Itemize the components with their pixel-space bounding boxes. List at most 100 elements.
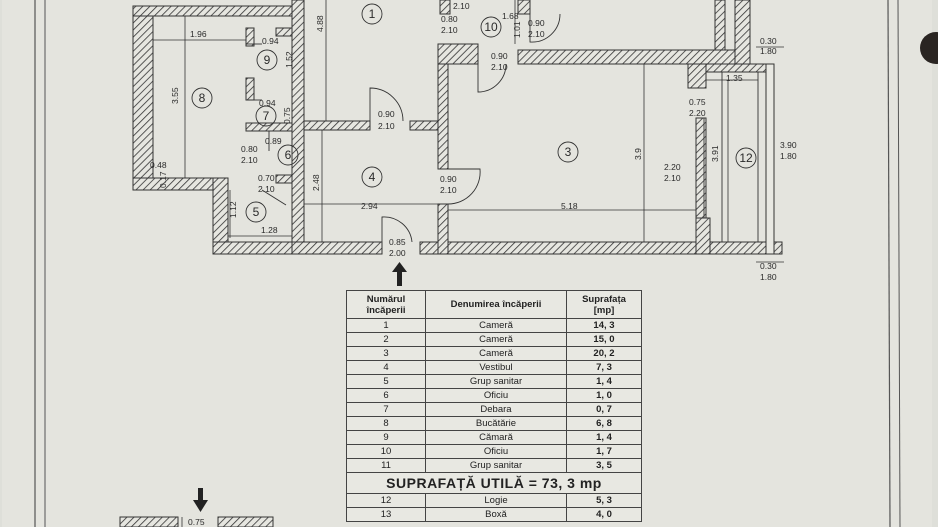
dim-label: 2.10 xyxy=(491,62,508,72)
dim-label: 3.90 xyxy=(780,140,797,150)
col-header-name: Denumirea încăperii xyxy=(425,290,567,319)
sheet-border-right xyxy=(887,0,891,527)
dim-label: 0.30 xyxy=(760,261,777,271)
room-number-cell: 7 xyxy=(346,402,426,417)
dim-label: 2.20 xyxy=(664,162,681,172)
dim-label: 0.75 xyxy=(282,107,292,124)
room-number-cell: 13 xyxy=(346,507,426,522)
room-name-cell: Oficiu xyxy=(425,444,567,459)
room-number: 10 xyxy=(484,20,498,34)
room-marker-9 xyxy=(256,49,278,71)
dim-label: 2.20 xyxy=(689,108,706,118)
door-swings xyxy=(246,13,759,243)
room-markers xyxy=(191,3,757,223)
room-area-cell: 20, 2 xyxy=(566,346,642,361)
dim-label: 1.35 xyxy=(726,73,743,83)
room-area-cell: 1, 7 xyxy=(566,444,642,459)
dim-label: 0.89 xyxy=(265,136,282,146)
dim-label: 2.48 xyxy=(311,174,321,191)
room-area-cell: 6, 8 xyxy=(566,416,642,431)
room-marker-6 xyxy=(277,144,299,166)
dim-label: 2.10 xyxy=(440,185,457,195)
room-area-cell: 1, 4 xyxy=(566,430,642,445)
room-number-cell: 11 xyxy=(346,458,426,473)
dim-label: 2.00 xyxy=(389,248,406,258)
dim-label: 0.80 xyxy=(241,144,258,154)
room-number: 8 xyxy=(199,91,206,105)
dim-label: 3.55 xyxy=(170,87,180,104)
dim-label: 0.75 xyxy=(188,517,205,527)
room-name-cell: Grup sanitar xyxy=(425,374,567,389)
room-marker-4 xyxy=(361,166,383,188)
dim-label: 0.80 xyxy=(441,14,458,24)
dim-label: 2.94 xyxy=(361,201,378,211)
dim-label: 1.80 xyxy=(760,46,777,56)
binder-ring xyxy=(920,32,938,64)
dim-label: 0.48 xyxy=(150,160,167,170)
room-name-cell: Grup sanitar xyxy=(425,458,567,473)
dim-label: 5.18 xyxy=(561,201,578,211)
dim-label: 2.10 xyxy=(241,155,258,165)
room-area-cell: 3, 5 xyxy=(566,458,642,473)
room-number-cell: 8 xyxy=(346,416,426,431)
room-area-cell: 1, 0 xyxy=(566,388,642,403)
room-marker-1 xyxy=(361,3,383,25)
col-header-number: Numărul încăperii xyxy=(346,290,426,319)
room-number-cell: 1 xyxy=(346,318,426,333)
room-number-cell: 3 xyxy=(346,346,426,361)
room-area-cell: 4, 0 xyxy=(566,507,642,522)
room-marker-7 xyxy=(255,105,277,127)
dim-label: 0.70 xyxy=(258,173,275,183)
room-marker-8 xyxy=(191,87,213,109)
dim-label: 2.10 xyxy=(258,184,275,194)
room-number-cell: 10 xyxy=(346,444,426,459)
room-marker-3 xyxy=(557,141,579,163)
room-name-cell: Debara xyxy=(425,402,567,417)
room-number-cell: 12 xyxy=(346,493,426,508)
room-number: 1 xyxy=(369,7,376,21)
dim-label: 1.68 xyxy=(502,11,519,21)
room-number: 5 xyxy=(253,205,260,219)
room-name-cell: Boxă xyxy=(425,507,567,522)
dimension-lines xyxy=(153,0,758,242)
dim-label: 1.80 xyxy=(780,151,797,161)
room-number: 9 xyxy=(264,53,271,67)
room-number-cell: 2 xyxy=(346,332,426,347)
entrance-arrows xyxy=(193,262,407,512)
dim-label: 2.10 xyxy=(528,29,545,39)
dim-label: 0.85 xyxy=(389,237,406,247)
dim-label: 2.10 xyxy=(453,1,470,11)
dim-label: 1.28 xyxy=(261,225,278,235)
dim-label: 0.94 xyxy=(259,98,276,108)
room-name-cell: Vestibul xyxy=(425,360,567,375)
room-name-cell: Cămară xyxy=(425,430,567,445)
dim-label: 1.96 xyxy=(190,29,207,39)
dim-label: 0.90 xyxy=(528,18,545,28)
room-name-cell: Oficiu xyxy=(425,388,567,403)
total-row: SUPRAFAȚĂ UTILĂ = 73, 3 mp xyxy=(346,472,642,494)
room-numbers: 1 3 4 5 6 7 8 9 10 12 xyxy=(199,7,753,219)
dim-label: 4.88 xyxy=(315,15,325,32)
dim-label: 2.10 xyxy=(378,121,395,131)
dim-label: 0.30 xyxy=(760,36,777,46)
dim-label: 0.17 xyxy=(158,171,168,188)
room-name-cell: Cameră xyxy=(425,332,567,347)
room-number: 12 xyxy=(739,151,753,165)
total-area-label: SUPRAFAȚĂ UTILĂ = 73, 3 mp xyxy=(346,472,642,494)
col-header-area: Suprafața [mp] xyxy=(566,290,642,319)
room-area-cell: 5, 3 xyxy=(566,493,642,508)
room-number-cell: 6 xyxy=(346,388,426,403)
dim-label: 1.52 xyxy=(284,51,294,68)
